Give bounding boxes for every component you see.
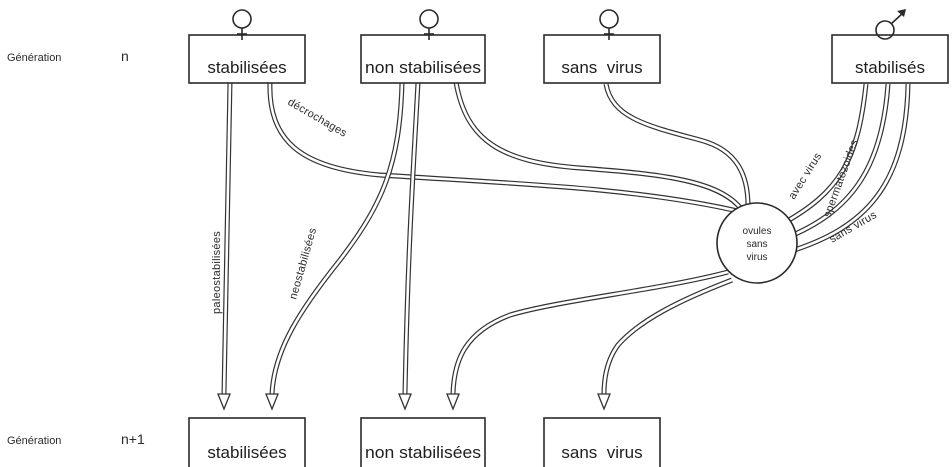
flow-paths xyxy=(221,81,911,395)
generation-n-value: n xyxy=(121,48,129,64)
female-symbol-icon xyxy=(599,9,619,40)
label-avec-virus: avec virus xyxy=(786,151,824,202)
box-label: sans virus xyxy=(561,443,642,462)
path-neostabilisees xyxy=(269,81,405,395)
path-nonstab-to-ovules xyxy=(453,81,745,212)
arrowhead xyxy=(398,393,412,411)
box-label: stabilisés xyxy=(855,58,925,77)
arrowhead xyxy=(597,393,611,411)
box-stabilisees-n1: stabilisées xyxy=(188,417,306,467)
box-non-stabilisees-n1: non stabilisées xyxy=(360,417,486,467)
box-female-sans-virus: sans virus xyxy=(543,34,661,84)
generation-n1-boxes: stabilisées non stabilisées sans virus xyxy=(188,417,661,467)
box-label: stabilisées xyxy=(207,443,286,462)
female-symbol-icon xyxy=(232,9,252,40)
arrowhead xyxy=(265,393,279,411)
arrowhead xyxy=(446,393,460,411)
path-spermatozoides xyxy=(785,83,891,241)
box-male-stabilises: stabilisés xyxy=(831,34,949,84)
path-nonstab-to-nonstab xyxy=(402,81,421,395)
path-sansvirus-to-ovules xyxy=(603,83,751,207)
generation-n1-value: n+1 xyxy=(121,431,145,447)
generation-n-label: Génération xyxy=(7,52,61,64)
sex-symbols xyxy=(232,9,906,40)
path-ovules-to-nonstab xyxy=(450,269,729,395)
path-male-sans-virus xyxy=(787,83,911,255)
box-sans-virus-n1: sans virus xyxy=(543,417,661,467)
ovules-circle: ovules sans virus xyxy=(716,202,798,284)
label-sans-virus: sans virus xyxy=(828,209,880,246)
box-label: sans virus xyxy=(561,58,642,77)
circle-label-line1: ovules xyxy=(743,226,772,237)
female-symbol-icon xyxy=(419,9,439,40)
path-labels: paleostabilisées neostabilisées décrocha… xyxy=(211,96,879,314)
arrowhead xyxy=(217,393,231,411)
circle-label-line3: virus xyxy=(746,252,767,263)
box-label: stabilisées xyxy=(207,58,286,77)
box-female-stabilisees: stabilisées xyxy=(188,34,306,84)
label-decrochages: décrochages xyxy=(286,96,350,140)
path-ovules-to-sansvirus xyxy=(601,277,733,395)
path-paleostabilisees xyxy=(221,81,233,395)
generation-n-boxes: stabilisées non stabilisées sans virus s… xyxy=(188,34,949,84)
path-avec-virus xyxy=(780,83,869,227)
box-label: non stabilisées xyxy=(365,443,481,462)
circle-label-line2: sans xyxy=(746,239,767,250)
label-paleostabilisees: paleostabilisées xyxy=(211,231,223,314)
generation-n1-label: Génération xyxy=(7,435,61,447)
arrowheads xyxy=(217,393,611,411)
box-female-non-stabilisees: non stabilisées xyxy=(360,34,486,84)
path-decrochages xyxy=(267,81,743,215)
box-label: non stabilisées xyxy=(365,58,481,77)
male-symbol-icon xyxy=(875,9,906,40)
